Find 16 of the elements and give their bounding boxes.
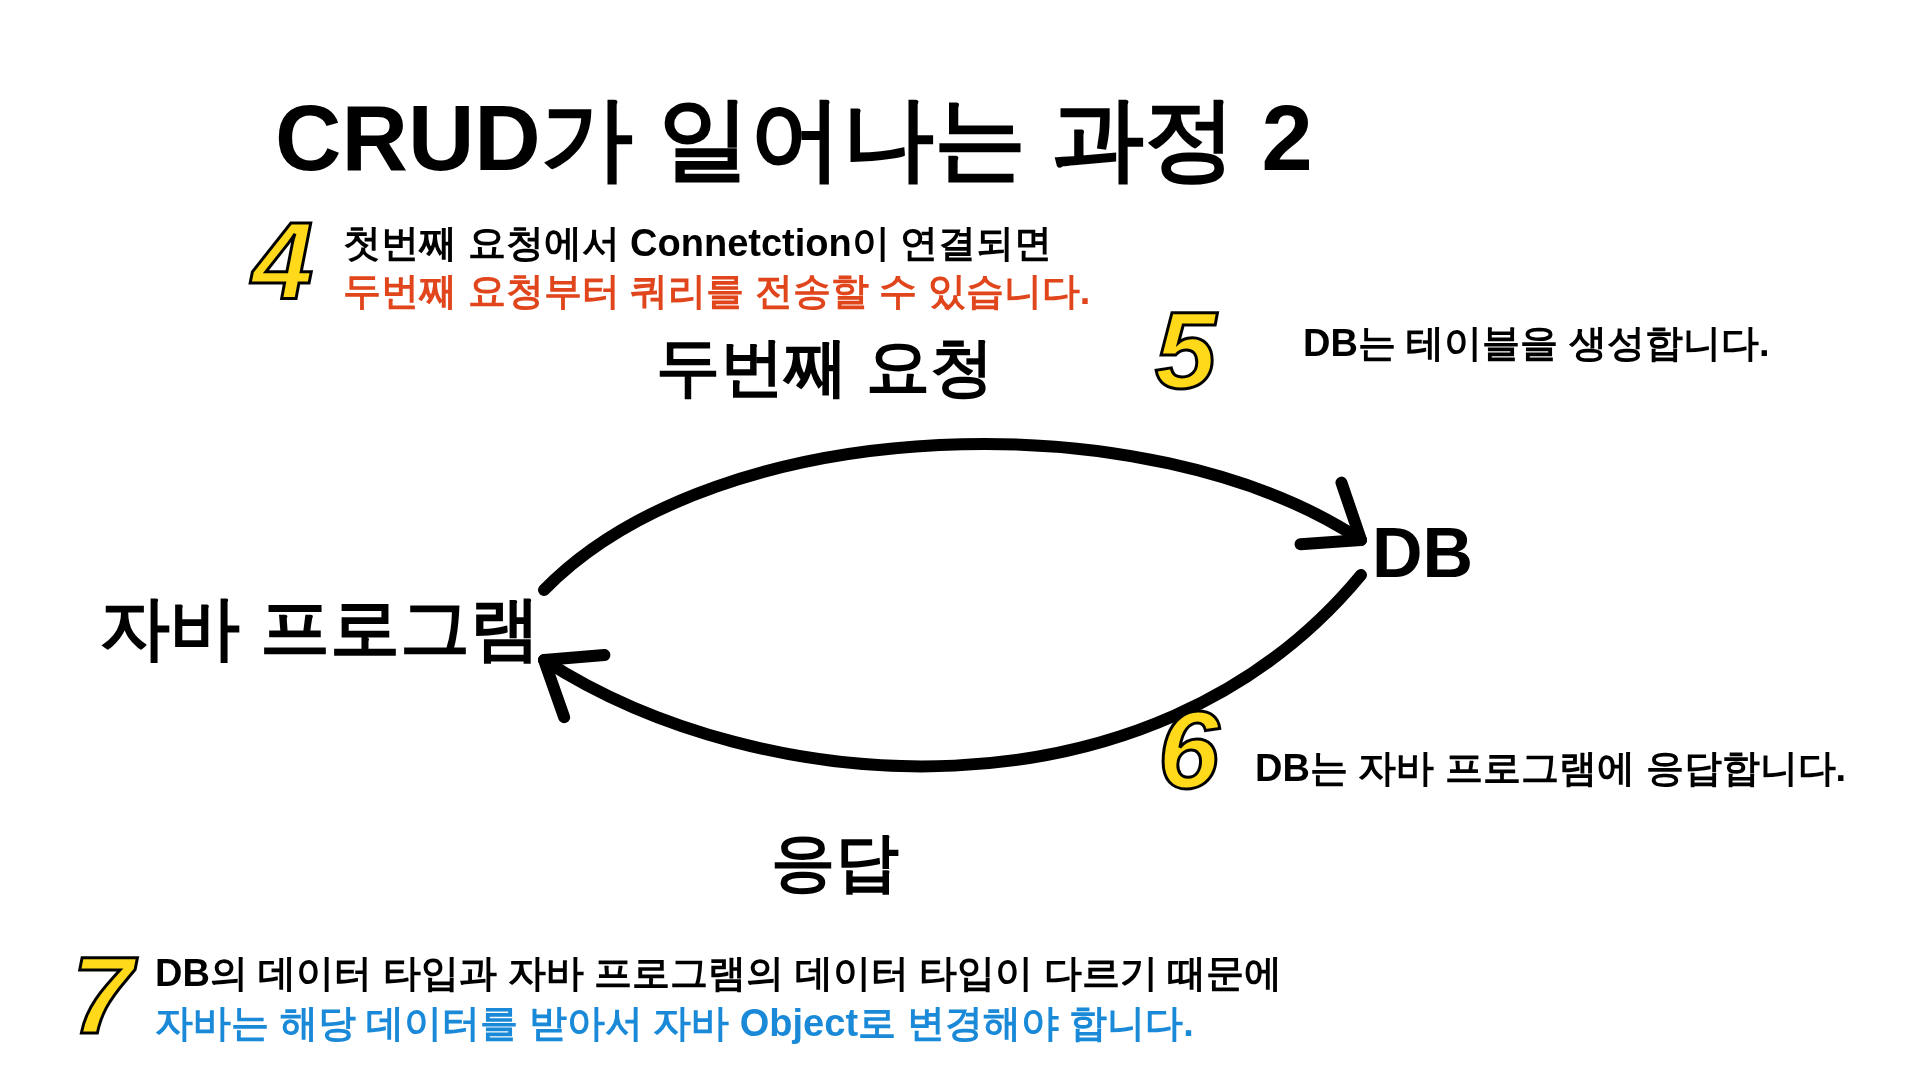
node-label: 자바 프로그램 [100, 585, 540, 670]
edge-label: 두번째 요청 [655, 335, 995, 399]
step-number: 4 [252, 205, 314, 315]
curved-arrow [538, 569, 1367, 772]
step-number: 6 [1158, 695, 1220, 805]
title: CRUD가 일어나는 과정 2 [275, 92, 1313, 184]
note-text: 두번째 요청부터 쿼리를 전송할 수 있습니다. [343, 269, 1091, 314]
note-text: DB의 데이터 타입과 자바 프로그램의 데이터 타입이 다르기 때문에 [155, 951, 1283, 996]
curved-arrow [538, 438, 1367, 596]
note-text: DB는 자바 프로그램에 응답합니다. [1255, 746, 1847, 791]
note-text: DB는 테이블을 생성합니다. [1303, 321, 1770, 366]
edge-label: 응답 [770, 830, 900, 894]
note-text: 첫번째 요청에서 Connetction이 연결되면 [343, 221, 1053, 266]
note-text: 자바는 해당 데이터를 받아서 자바 Object로 변경해야 합니다. [155, 1001, 1194, 1046]
step-number: 5 [1155, 295, 1217, 405]
node-label: DB [1365, 515, 1480, 590]
